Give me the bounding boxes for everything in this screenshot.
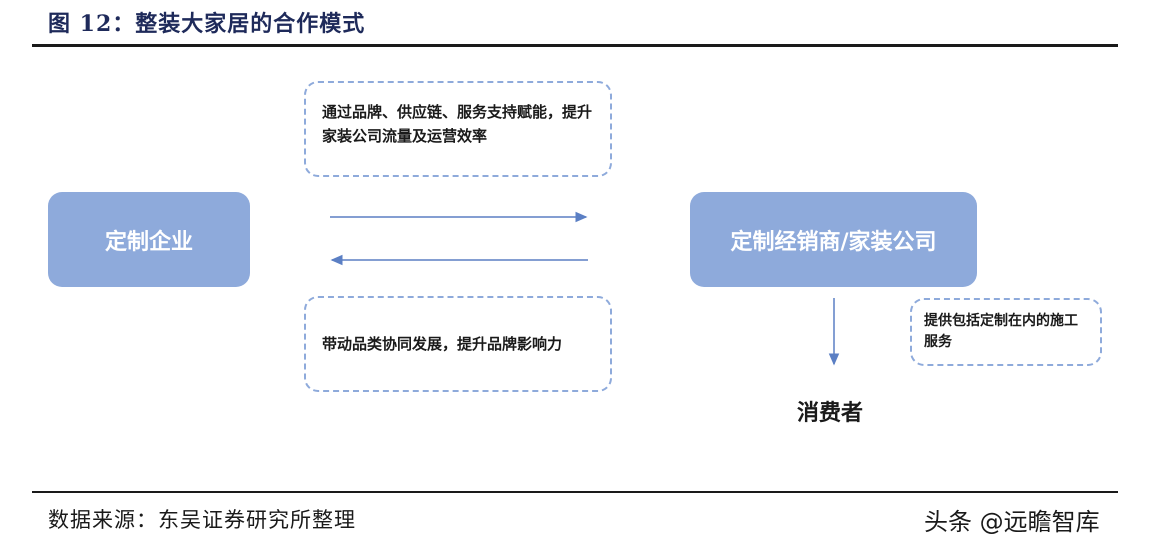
- note-dealer-to-consumer: 提供包括定制在内的施工服务: [910, 298, 1102, 366]
- node-enterprise-label: 定制企业: [104, 229, 193, 255]
- note-dealer-to-enterprise-text: 带动品类协同发展，提升品牌影响力: [322, 335, 563, 353]
- node-enterprise: 定制企业: [48, 192, 250, 287]
- top-rule: [32, 44, 1118, 47]
- node-consumer: 消费者: [797, 401, 864, 426]
- bottom-rule: [32, 491, 1118, 493]
- note-dealer-to-enterprise: 带动品类协同发展，提升品牌影响力: [304, 296, 612, 392]
- source-note: 数据来源：东吴证券研究所整理: [48, 508, 356, 532]
- watermark: 头条 @远瞻智库: [924, 508, 1100, 536]
- figure-title: 图 12：整装大家居的合作模式: [48, 11, 366, 37]
- node-dealer: 定制经销商/家装公司: [690, 192, 977, 287]
- note-enterprise-to-dealer-text: 通过品牌、供应链、服务支持赋能，提升家装公司流量及运营效率: [322, 103, 593, 145]
- note-enterprise-to-dealer: 通过品牌、供应链、服务支持赋能，提升家装公司流量及运营效率: [304, 81, 612, 177]
- note-dealer-to-consumer-text: 提供包括定制在内的施工服务: [924, 313, 1078, 350]
- node-dealer-label: 定制经销商/家装公司: [730, 229, 937, 255]
